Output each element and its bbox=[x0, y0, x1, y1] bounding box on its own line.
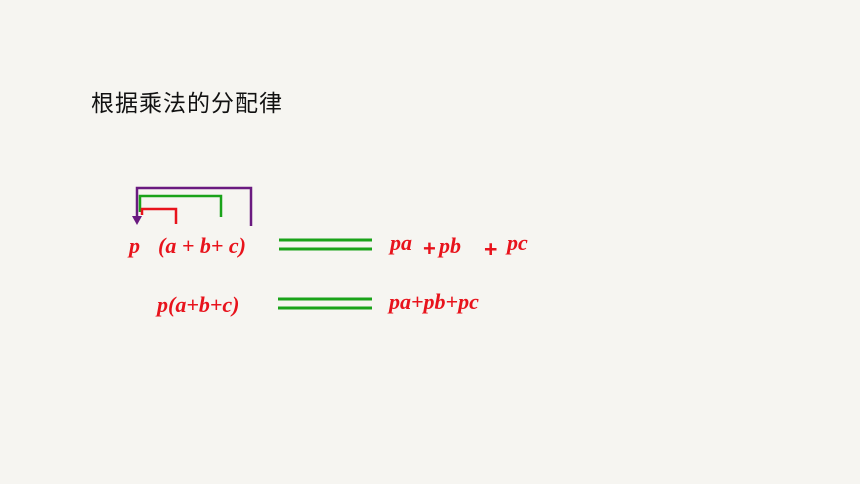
bracket-arrowhead bbox=[132, 216, 142, 225]
row2-left-expression: p(a+b+c) bbox=[157, 292, 240, 317]
row1-term-pb: pb bbox=[439, 233, 461, 258]
row1-sum-group: (a + b+ c) bbox=[158, 233, 246, 258]
row2-right-expression: pa+pb+pc bbox=[389, 289, 479, 314]
row1-plus-2: + bbox=[484, 236, 498, 262]
row1-term-pc: pc bbox=[507, 230, 528, 255]
bracket-p-to-a bbox=[140, 207, 178, 224]
bracket-p-to-c bbox=[135, 186, 253, 226]
row1-plus-1: + bbox=[423, 236, 436, 261]
row1-factor-p: p bbox=[129, 233, 140, 258]
bracket-p-to-b bbox=[138, 194, 223, 217]
row1-term-pa: pa bbox=[390, 230, 412, 255]
slide-heading: 根据乘法的分配律 bbox=[91, 91, 283, 117]
